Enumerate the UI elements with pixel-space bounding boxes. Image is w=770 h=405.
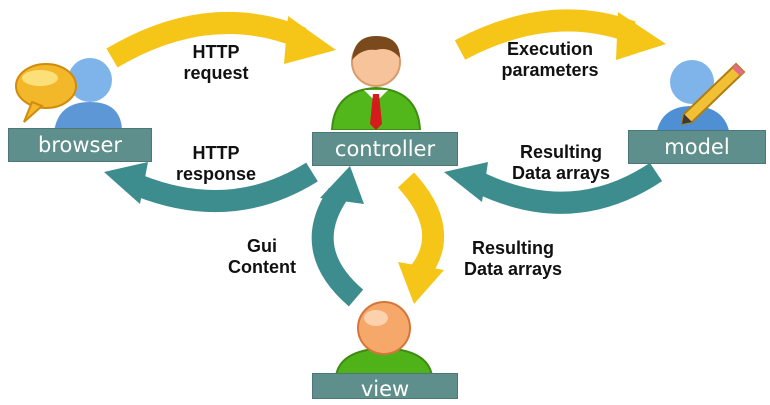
resulting-from-model-label-line1: Resulting — [519, 142, 602, 162]
resulting-to-view-arrow — [397, 172, 444, 304]
http-response-arrow — [104, 162, 318, 213]
execution-parameters-label-line2: parameters — [501, 60, 599, 80]
resulting-to-view-label-line1: Resulting — [471, 238, 554, 258]
http-request-arrow — [106, 11, 336, 68]
http-request-label-line1: HTTP — [192, 42, 240, 62]
execution-parameters-label-line1: Execution — [506, 39, 594, 59]
user-speech-bubble-icon — [15, 58, 122, 132]
execution-parameters-label: Execution parameters — [484, 39, 616, 81]
browser-node: browser — [8, 128, 152, 162]
http-request-label: HTTP request — [168, 42, 264, 84]
user-tie-icon — [330, 36, 422, 130]
user-pencil-icon — [656, 60, 746, 136]
gui-content-arrow — [311, 166, 364, 307]
http-response-label: HTTP response — [160, 143, 272, 185]
user-orange-icon — [334, 301, 434, 376]
http-request-label-line2: request — [183, 63, 249, 83]
resulting-to-view-label-line2: Data arrays — [463, 259, 563, 279]
gui-content-label: Gui Content — [214, 236, 310, 278]
resulting-from-model-arrow — [444, 162, 663, 214]
gui-content-label-line2: Content — [228, 257, 296, 277]
view-node: view — [312, 373, 458, 401]
execution-parameters-arrow — [454, 9, 666, 60]
model-node: model — [628, 130, 766, 164]
resulting-from-model-label-line2: Data arrays — [511, 163, 611, 183]
http-response-label-line1: HTTP — [192, 143, 240, 163]
resulting-from-model-label: Resulting Data arrays — [494, 142, 628, 184]
gui-content-label-line1: Gui — [247, 236, 277, 256]
http-response-label-line2: response — [175, 164, 257, 184]
controller-node: controller — [312, 132, 458, 166]
resulting-to-view-label: Resulting Data arrays — [446, 238, 580, 280]
